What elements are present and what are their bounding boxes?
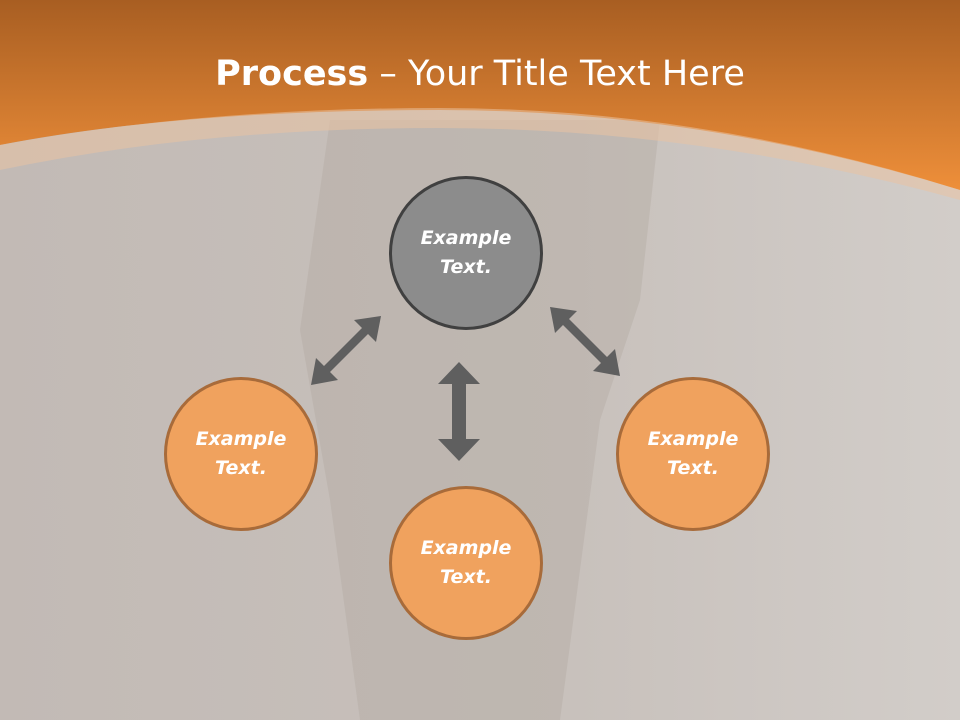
process-node-right: Example Text. [616,377,770,531]
process-node-left: Example Text. [164,377,318,531]
slide-title: Process – Your Title Text Here [0,52,960,96]
process-node-bottom: Example Text. [389,486,543,640]
double-arrow-vertical-icon [438,362,480,461]
title-rest: – Your Title Text Here [368,54,745,94]
double-arrow-top-left-icon [311,316,381,385]
double-arrow-top-right-icon [550,307,620,376]
title-bold: Process [215,54,369,94]
process-node-top: Example Text. [389,176,543,330]
